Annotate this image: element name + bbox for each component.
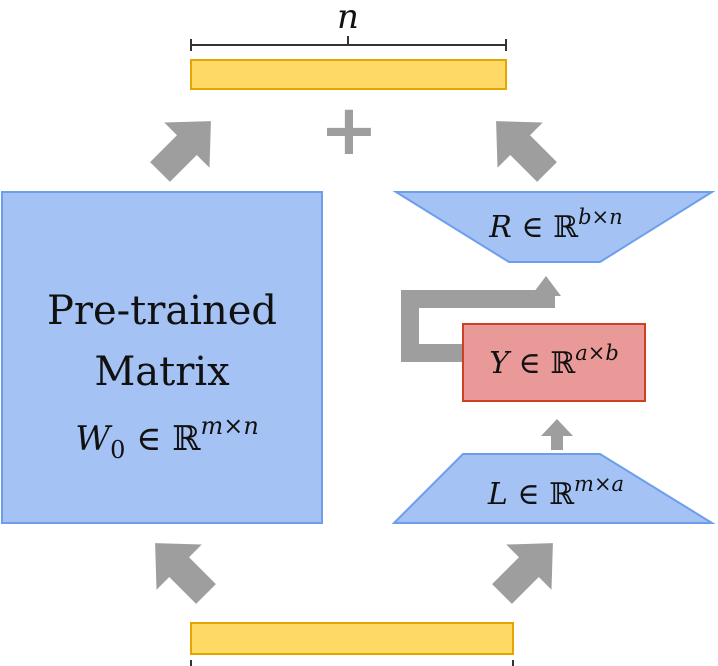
Y-var: Y: [489, 346, 512, 381]
pretrained-sub: 0: [110, 436, 125, 464]
arrow-up-right-icon: [492, 543, 553, 604]
L-sup: m×a: [574, 472, 624, 496]
input-bar: [190, 622, 514, 655]
Y-block-math: Y ∈ ℝa×b: [489, 341, 619, 381]
pretrained-math: W0 ∈ ℝm×n: [75, 412, 259, 464]
arrow-up-left-icon: [496, 121, 557, 182]
output-dim-bracket: [190, 36, 507, 51]
R-block: [392, 191, 716, 263]
output-bar: [190, 59, 507, 90]
pretrained-title-line1: Pre-trained: [47, 288, 277, 334]
pretrained-elem: ∈ ℝ: [125, 419, 201, 459]
L-elem: ∈ ℝ: [508, 477, 575, 512]
pretrained-title-line2: Matrix: [94, 349, 230, 395]
R-var: R: [488, 210, 512, 245]
pretrained-sup: m×n: [200, 412, 258, 440]
R-sup: b×n: [578, 205, 623, 229]
L-block: [391, 453, 716, 524]
Y-block: [462, 323, 646, 402]
pretrained-matrix-block: [1, 191, 323, 524]
arrow-up-right-icon: [150, 121, 211, 182]
output-dim-label: n: [337, 0, 359, 37]
plus-symbol: +: [320, 89, 379, 171]
L-block-math: L ∈ ℝm×a: [487, 472, 624, 512]
Y-elem: ∈ ℝ: [509, 346, 576, 381]
pretrained-var: W: [75, 419, 113, 459]
R-block-math: R ∈ ℝb×n: [488, 205, 622, 245]
arrow-up-right-icon: [155, 543, 216, 604]
arrow-up-icon: [541, 419, 573, 450]
R-elem: ∈ ℝ: [512, 210, 579, 245]
L-var: L: [487, 477, 508, 512]
Y-sup: a×b: [575, 341, 619, 365]
skip-connection-arrow-icon: [401, 276, 561, 362]
input-dim-bracket-ticks: [190, 660, 514, 666]
